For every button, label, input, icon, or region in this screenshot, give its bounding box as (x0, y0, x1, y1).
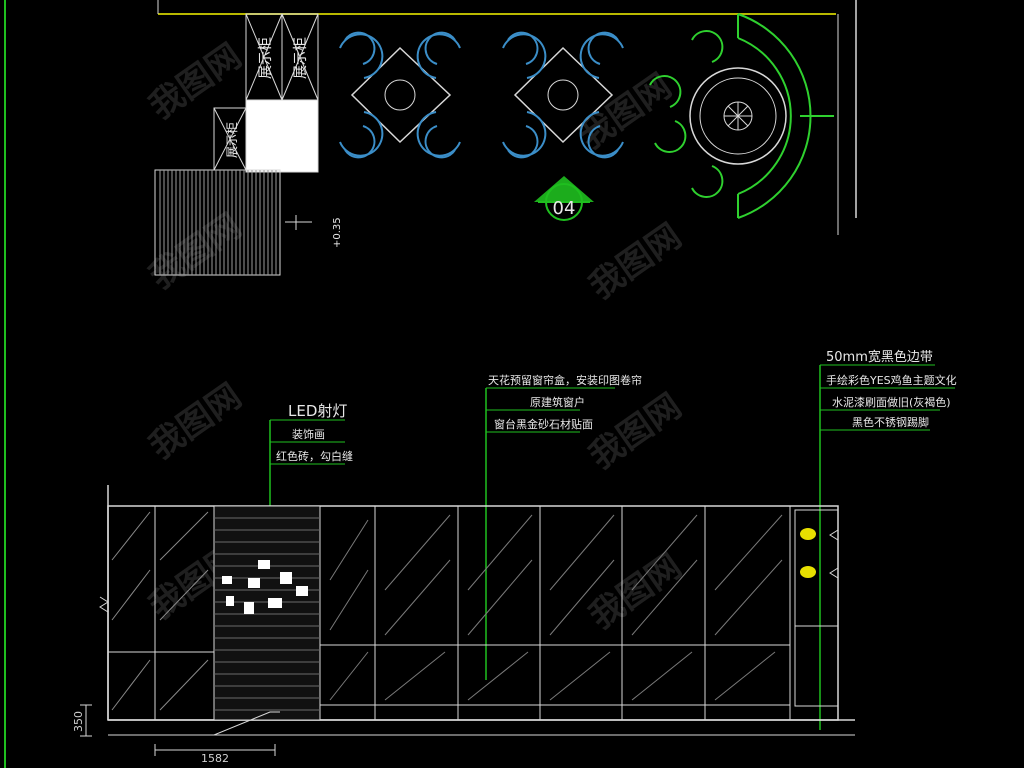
watermark: 我图网 (582, 386, 688, 477)
display-cabinets: 展示柜 展示柜 展示柜 (213, 13, 319, 173)
dimension-width: 1582 (154, 744, 276, 765)
window-grid (320, 506, 791, 720)
annotation-skirting: 黑色不锈钢踢脚 (852, 415, 929, 429)
annotation-sill: 窗台黑金砂石材贴面 (494, 417, 593, 431)
annotation-right: 50mm宽黑色边带 手绘彩色YES鸡鱼主题文化 水泥漆刷面做旧(灰褐色) 黑色不… (819, 349, 957, 730)
cabinet-label-left: 展示柜 (258, 37, 274, 79)
annotation-curtain: 天花预留窗帘盒，安装印图卷帘 (488, 373, 642, 387)
section-marker-label: 04 (553, 198, 576, 219)
round-booth (649, 13, 834, 219)
dining-table-2 (502, 31, 624, 159)
annotation-cement: 水泥漆刷面做旧(灰褐色) (832, 395, 951, 409)
annotation-window: 原建筑窗户 (530, 395, 585, 409)
fish-icon (800, 528, 816, 578)
dimension-height: 350 (72, 704, 92, 737)
level-mark: +0.35 (285, 215, 343, 248)
stairs (154, 169, 281, 276)
annotation-led: LED射灯 (288, 402, 347, 420)
decorative-paintings (222, 560, 308, 614)
watermark: 我图网 (582, 216, 688, 307)
annotation-left: LED射灯 装饰画 红色砖，勾白缝 (269, 402, 353, 665)
section-marker: 04 (534, 176, 594, 221)
annotation-painting: 装饰画 (292, 427, 325, 441)
annotation-brick: 红色砖，勾白缝 (276, 449, 353, 463)
watermark: 我图网 (582, 546, 688, 637)
annotation-border: 50mm宽黑色边带 (826, 349, 933, 365)
level-mark-text: +0.35 (332, 217, 343, 248)
watermark: 我图网 (142, 36, 248, 127)
watermark: 我图网 (142, 206, 248, 297)
watermark: 我图网 (142, 376, 248, 467)
dimension-width-value: 1582 (201, 752, 229, 765)
dimension-height-value: 350 (72, 711, 85, 732)
fish-panel (794, 509, 839, 627)
brick-wall (213, 505, 321, 721)
cabinet-label-right: 展示柜 (293, 37, 309, 79)
side-cabinet-label: 展示柜 (225, 122, 239, 158)
annotation-middle: 天花预留窗帘盒，安装印图卷帘 原建筑窗户 窗台黑金砂石材贴面 (485, 373, 642, 680)
column-block (245, 99, 319, 173)
elevation (99, 485, 855, 736)
annotation-yes: 手绘彩色YES鸡鱼主题文化 (826, 373, 957, 387)
dining-table-1 (339, 31, 461, 159)
